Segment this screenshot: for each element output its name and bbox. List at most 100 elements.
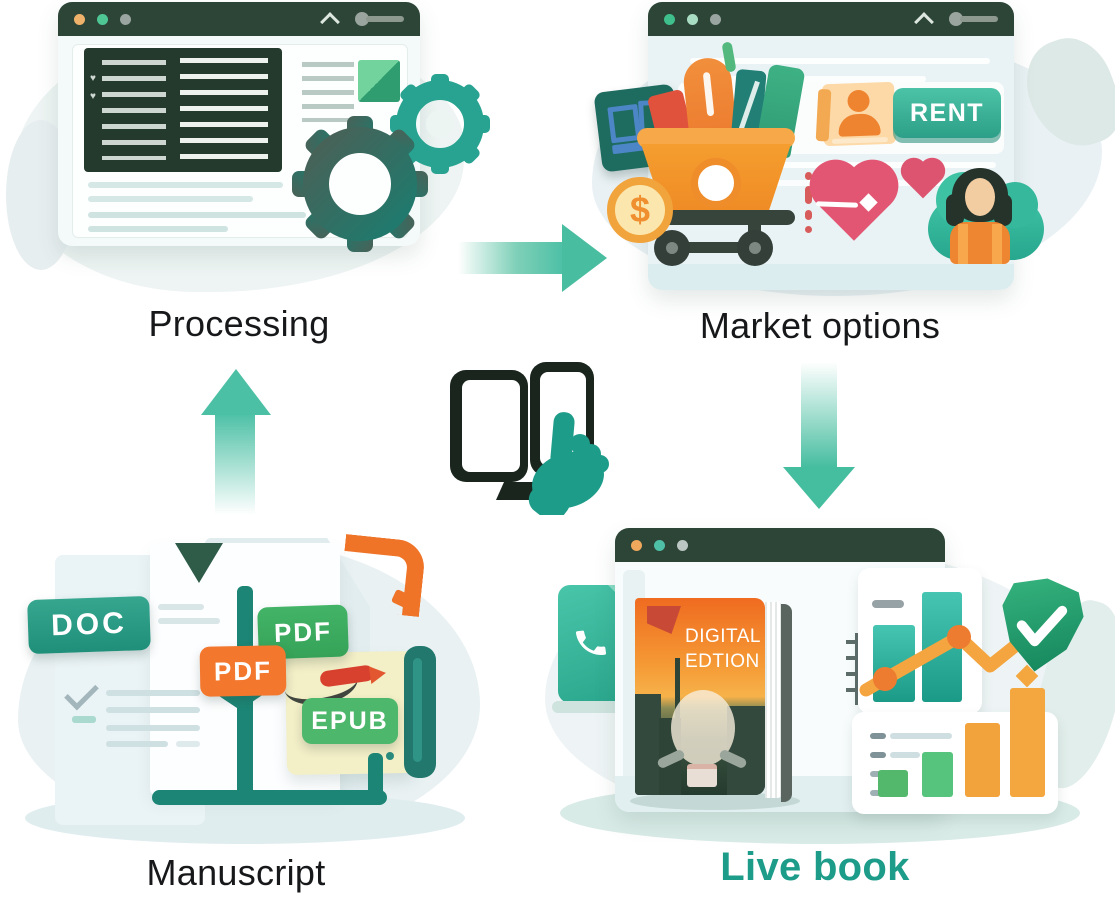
window-dot-icon bbox=[97, 13, 108, 25]
text-line bbox=[72, 716, 96, 723]
line-chart-icon bbox=[859, 623, 1042, 697]
binder-rings bbox=[846, 688, 866, 692]
toggle-icon bbox=[949, 12, 998, 26]
text-line bbox=[88, 212, 306, 218]
cart-rim bbox=[637, 128, 795, 148]
chevron-up-icon bbox=[320, 11, 340, 32]
format-badge-epub: EPUB bbox=[302, 698, 398, 744]
window-titlebar bbox=[615, 528, 945, 562]
chart-caption-line bbox=[870, 790, 884, 796]
cover-title: DIGITAL EDTION bbox=[685, 626, 761, 672]
text-line bbox=[158, 618, 220, 624]
code-editor-panel: ♥ ♥ bbox=[84, 48, 282, 172]
avatar-cloud bbox=[928, 168, 1048, 264]
binder-rings bbox=[846, 656, 866, 660]
chart-bar bbox=[922, 752, 953, 797]
text-line bbox=[88, 196, 253, 202]
cart-chassis bbox=[668, 242, 760, 253]
chart-caption-line bbox=[890, 752, 920, 758]
format-badge-doc: DOC bbox=[27, 595, 151, 655]
cart-badge bbox=[691, 158, 741, 208]
window-dot-icon bbox=[664, 13, 675, 25]
code-lines bbox=[180, 58, 268, 162]
text-line bbox=[88, 226, 228, 232]
card-line bbox=[831, 137, 888, 144]
book-cover: DIGITAL EDTION bbox=[635, 598, 765, 795]
phone-shadow bbox=[552, 701, 632, 713]
dollar-coin-icon: $ bbox=[607, 177, 673, 243]
format-badge-pdf-orange: PDF bbox=[199, 645, 287, 697]
window-dot-icon bbox=[710, 13, 721, 25]
binder-rings bbox=[846, 640, 866, 644]
text-line bbox=[106, 725, 200, 731]
text-line bbox=[106, 707, 200, 713]
text-line bbox=[106, 690, 200, 696]
sign-bracket bbox=[216, 694, 264, 710]
binder-rings bbox=[846, 672, 866, 676]
text-line bbox=[88, 182, 283, 188]
node-label-market: Market options bbox=[699, 305, 941, 346]
avatar-icon bbox=[838, 113, 881, 137]
node-label-livebook: Live book bbox=[720, 845, 910, 889]
window-dot-icon bbox=[677, 539, 688, 551]
node-label-processing: Processing bbox=[148, 303, 330, 344]
text-lines bbox=[302, 62, 354, 122]
code-lines bbox=[102, 60, 166, 160]
chart-bar bbox=[1010, 688, 1045, 797]
book-back-cover bbox=[781, 604, 792, 802]
window-dot-icon bbox=[631, 539, 642, 551]
heart-bullet-icon: ♥ bbox=[90, 73, 96, 84]
cart-wheel-icon bbox=[737, 230, 773, 266]
chevron-up-icon bbox=[914, 11, 934, 32]
window-titlebar bbox=[58, 2, 420, 36]
chart-caption-line bbox=[872, 600, 904, 608]
gear-front bbox=[292, 116, 428, 252]
gears-icon bbox=[292, 74, 490, 252]
flag-icon bbox=[647, 606, 681, 634]
chart-caption-line bbox=[870, 771, 884, 777]
book-pages-edge bbox=[765, 602, 783, 798]
avatar-face bbox=[965, 178, 995, 216]
chart-caption-line bbox=[870, 752, 886, 758]
node-label-manuscript: Manuscript bbox=[146, 852, 326, 893]
open-book-tap-icon bbox=[450, 362, 609, 515]
shield-check-icon bbox=[994, 573, 1088, 677]
heart-bullet-icon: ♥ bbox=[90, 91, 96, 102]
tap-hand-icon bbox=[528, 412, 609, 515]
avatar-hair bbox=[946, 194, 964, 226]
window-dot-icon bbox=[120, 13, 131, 25]
book-shadow bbox=[630, 792, 800, 810]
avatar-vest bbox=[958, 224, 968, 264]
chart-caption-line bbox=[870, 733, 886, 739]
window-dot-icon bbox=[687, 13, 698, 25]
skyline-antenna bbox=[675, 658, 680, 738]
skyline bbox=[635, 694, 661, 795]
avatar-vest bbox=[992, 224, 1002, 264]
chart-caption-line bbox=[890, 733, 952, 739]
dashed-divider bbox=[805, 172, 812, 233]
window-titlebar bbox=[648, 2, 1014, 36]
ebook-spine bbox=[404, 646, 436, 778]
toggle-icon bbox=[355, 12, 404, 26]
avatar-icon bbox=[847, 89, 870, 113]
avatar-hair bbox=[994, 194, 1012, 226]
gear-back bbox=[390, 74, 490, 174]
text-line bbox=[690, 58, 990, 64]
stand-base bbox=[368, 753, 383, 798]
chart-bar bbox=[965, 723, 1000, 797]
text-line bbox=[176, 741, 200, 747]
text-line bbox=[106, 741, 168, 747]
stand-base bbox=[152, 790, 387, 805]
image-placeholder bbox=[358, 60, 400, 102]
window-ground-strip bbox=[648, 264, 1014, 290]
chart-bar bbox=[878, 770, 908, 797]
page-fold bbox=[175, 543, 223, 583]
cart-chassis bbox=[645, 210, 795, 225]
window-dot-icon bbox=[654, 539, 665, 551]
bulb-base bbox=[687, 764, 717, 787]
rent-button: RENT bbox=[893, 88, 1001, 138]
text-line bbox=[690, 76, 926, 82]
card-flap bbox=[815, 88, 832, 142]
bar-chart-panel bbox=[852, 664, 1058, 814]
